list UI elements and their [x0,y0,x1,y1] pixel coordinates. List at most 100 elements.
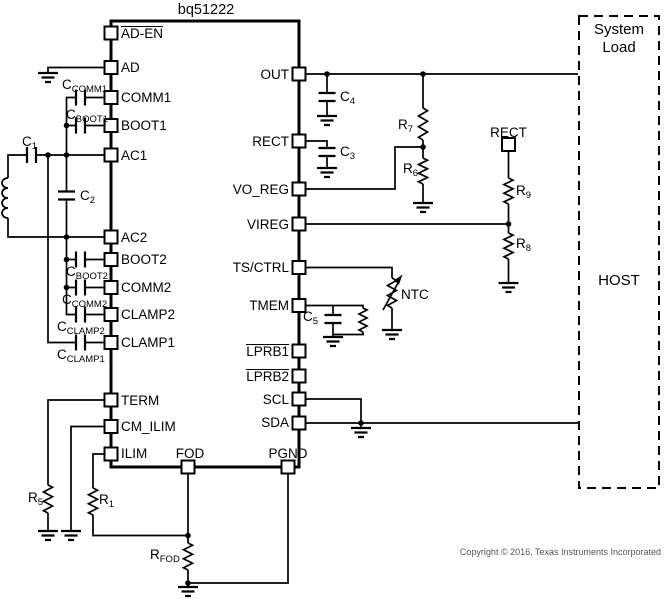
pin-label-clamp2: CLAMP2 [121,307,176,322]
wire-clamp1 [47,155,105,344]
pin-tmem [291,298,307,313]
cap-c5 [324,313,342,325]
cap-c-boot1 [74,117,87,134]
pin-label-ilim: ILIM [121,446,148,461]
label-host: HOST [598,272,640,289]
ground-symbols [38,71,519,598]
label-c4: C4 [340,89,356,107]
label-c1: C1 [22,134,38,152]
junction [505,221,512,227]
pin-boot1 [103,118,119,133]
junction [420,144,426,150]
pin-label-scl: SCL [262,392,289,407]
pin-label-comm2: COMM2 [121,280,172,295]
res-r8 [502,232,515,260]
wire-vo-reg [305,146,423,190]
wire-ts-ctrl-ntc [305,266,393,330]
ntc-arrow-head [394,274,403,285]
res-r5 [41,484,55,514]
pin-label-lprb1: LPRB1 [246,344,289,359]
gnd-r5-icon [38,529,58,542]
pin-ac2 [103,229,119,245]
wire-scl-sda [305,398,578,428]
pin-label-tmem: TMEM [249,298,289,313]
label-rfod: RFOD [150,547,180,565]
pin-pgnd [280,459,296,475]
pin-label-ac2: AC2 [121,230,148,245]
pin-clamp1 [103,335,119,350]
label-c2: C2 [80,188,96,206]
pin-clamp2 [103,307,119,322]
junction [358,420,364,426]
pin-cm-ilim [103,419,119,434]
junction [63,284,70,291]
junction [45,152,51,158]
res-r9 [502,177,515,205]
pin-ac1 [103,147,119,163]
res-r7 [416,107,430,141]
pin-ts-ctrl [291,260,307,275]
res-r6 [416,157,430,185]
pin-boot2 [103,252,119,267]
pin-vireg [291,216,307,232]
gnd-ntc-icon [382,328,402,341]
junction [63,152,70,158]
cap-c4 [318,91,336,103]
wire-tmem-c5 [305,304,364,337]
pin-ad-en [103,25,119,41]
pin-label-boot1: BOOT1 [121,118,167,133]
pin-label-term: TERM [121,393,160,408]
res-tmem-parallel [357,307,369,333]
rect-testpoint-square [501,137,516,152]
system-host-dashed-box [578,15,660,489]
junction [63,122,70,129]
label-r9: R9 [516,183,532,201]
pin-fod [180,459,196,475]
pin-rect [291,133,307,149]
cap-c-comm1 [74,89,87,106]
pin-comm1 [103,90,119,105]
gnd-i2c-icon [351,426,371,439]
pin-label-boot2: BOOT2 [121,252,167,267]
pin-label-pgnd: PGND [268,446,308,461]
label-c-comm2: CCOMM2 [62,292,108,310]
copyright-notice: Copyright © 2016, Texas Instruments Inco… [459,547,661,557]
pin-comm2 [103,280,119,295]
label-r1: R1 [99,492,115,510]
ntc-arrow-line [382,282,399,311]
cap-c2 [58,190,75,201]
pin-scl [291,391,307,407]
label-c-comm1: CCOMM1 [62,77,108,95]
pin-label-lprb2: LPRB2 [246,369,289,384]
cap-c-clamp1 [74,334,87,351]
ic-title: bq51222 [177,2,235,18]
pin-label-ac1: AC1 [121,148,148,163]
wire-term-r5 [47,399,105,531]
junction [185,532,191,539]
junction-dots [45,71,512,586]
label-ntc: NTC [401,287,429,302]
cap-c1 [25,147,38,163]
label-c3: C3 [340,144,356,162]
ntc-arrow-icon [382,274,403,311]
cap-c-clamp2 [74,306,87,323]
label-r6: R6 [403,161,419,179]
pin-out [291,66,307,82]
gnd-c4-icon [317,114,337,127]
wire-ilim-r1 [92,453,188,537]
label-system-load: System Load [593,21,644,56]
cap-c-boot2 [74,251,87,268]
gnd-rfod-icon [178,585,198,598]
pin-label-ad: AD [121,60,140,75]
label-c5: C5 [303,309,319,327]
wire-rect-c3 [305,140,328,168]
junction [63,256,70,263]
wire-comm1 [65,96,105,155]
label-r7: R7 [398,117,414,135]
pin-lprb1 [291,343,307,359]
pin-label-clamp1: CLAMP1 [121,335,176,350]
wire-cm-ilim-gnd [70,425,105,531]
pin-lprb2 [291,368,307,384]
